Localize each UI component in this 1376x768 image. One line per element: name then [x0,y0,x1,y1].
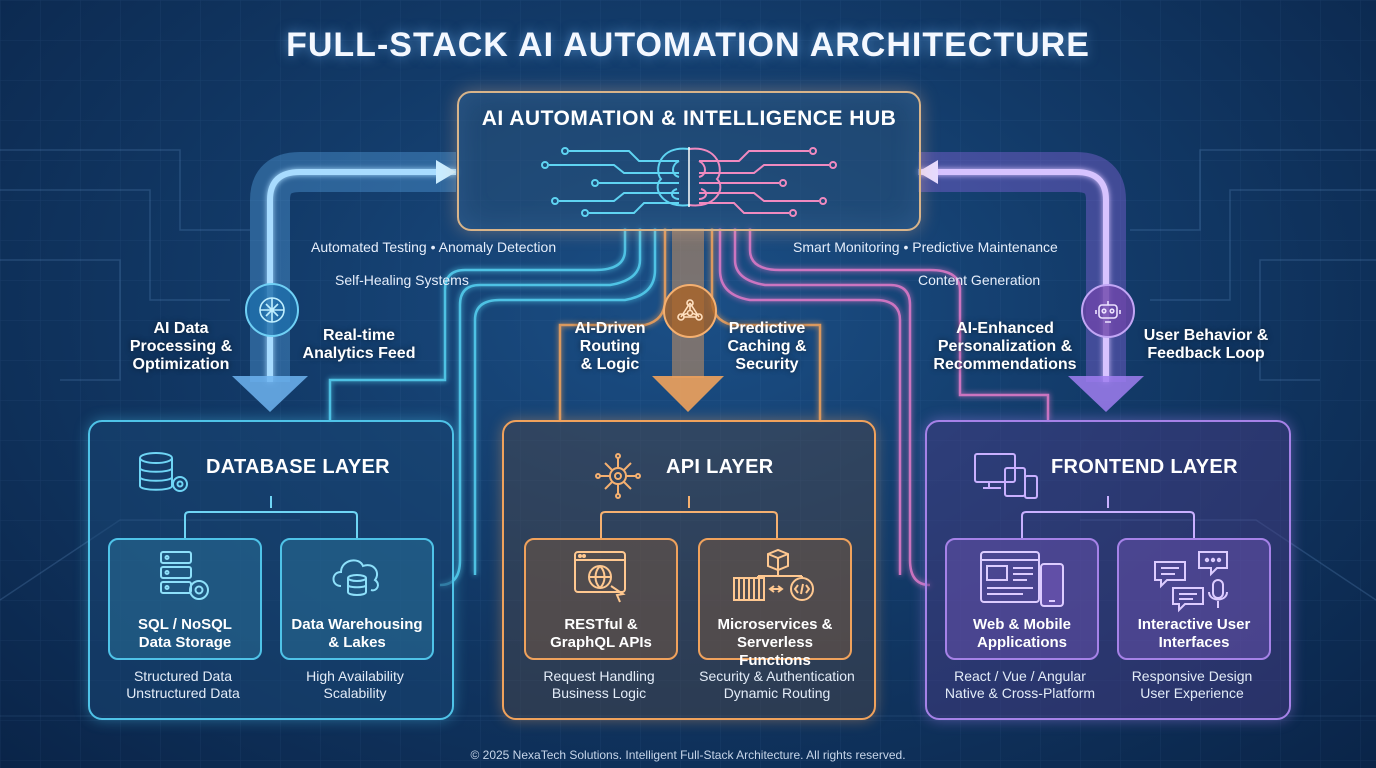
right-features-line1: Smart Monitoring • Predictive Maintenanc… [793,239,1058,255]
frontend-branch-connector [1021,496,1195,538]
brain-icon [541,147,837,217]
card-title: SQL / NoSQL Data Storage [138,616,232,651]
card-title: RESTful & GraphQL APIs [550,616,652,651]
card-web-mobile: Web & Mobile Applications [945,538,1099,660]
card-restful-graphql: RESTful & GraphQL APIs [524,538,678,660]
database-layer: DATABASE LAYER SQL / NoSQL Data Storage … [88,420,454,720]
database-branch-connector [184,496,358,538]
card-microservices: Microservices & Serverless Functions [698,538,852,669]
left-features-line2: Self-Healing Systems [335,272,469,288]
intelligence-hub: AI AUTOMATION & INTELLIGENCE HUB [457,91,921,231]
frontend-layer: FRONTEND LAYER Web & Mobile Applications… [925,420,1291,720]
api-hub-icon [595,453,641,499]
flow-label-fe-up: User Behavior & Feedback Loop [1143,327,1269,362]
card-interactive-ui: Interactive User Interfaces [1117,538,1271,660]
robot-icon [1081,284,1135,338]
database-layer-title: DATABASE LAYER [206,456,390,478]
server-gear-icon [160,551,209,600]
containers-code-icon [733,548,814,601]
card-title: Data Warehousing & Lakes [291,616,423,651]
card-sql-nosql: SQL / NoSQL Data Storage [108,538,262,660]
card-subtitle: Responsive Design User Experience [1131,668,1253,701]
card-title: Web & Mobile Applications [972,616,1072,651]
flow-label-api-up: Predictive Caching & Security [727,320,807,373]
chat-mic-icon [1154,551,1228,613]
card-subtitle: Request Handling Business Logic [543,668,655,701]
database-gear-icon [139,452,188,492]
devices-icon [974,453,1038,499]
api-layer-title: API LAYER [666,456,774,478]
right-features-line2: Content Generation [918,272,1041,288]
web-mobile-icon [980,551,1064,607]
card-subtitle: Security & Authentication Dynamic Routin… [699,668,855,701]
api-branch-connector [600,496,778,538]
card-subtitle: React / Vue / Angular Native & Cross-Pla… [944,668,1096,701]
card-subtitle: High Availability Scalability [306,668,404,701]
page-title: FULL-STACK AI AUTOMATION ARCHITECTURE [286,26,1090,64]
flow-label-db-down: AI Data Processing & Optimization [129,320,233,373]
cloud-database-icon [332,559,379,596]
card-subtitle: Structured Data Unstructured Data [126,668,240,701]
card-title: Microservices & Serverless Functions [717,616,833,669]
browser-globe-icon [574,551,626,603]
neural-network-icon [245,283,299,337]
api-layer: API LAYER RESTful & GraphQL APIs Request… [502,420,876,720]
network-node-icon [663,284,717,338]
flow-label-db-up: Real-time Analytics Feed [302,327,416,362]
flow-label-fe-down: AI-Enhanced Personalization & Recommenda… [933,320,1077,373]
frontend-layer-title: FRONTEND LAYER [1051,456,1238,478]
card-title: Interactive User Interfaces [1137,616,1251,651]
left-features-line1: Automated Testing • Anomaly Detection [311,239,557,255]
hub-title: AI AUTOMATION & INTELLIGENCE HUB [481,107,897,130]
card-data-warehousing: Data Warehousing & Lakes [280,538,434,660]
footer-copyright: © 2025 NexaTech Solutions. Intelligent F… [470,748,906,762]
flow-label-api-down: AI-Driven Routing & Logic [574,320,646,373]
